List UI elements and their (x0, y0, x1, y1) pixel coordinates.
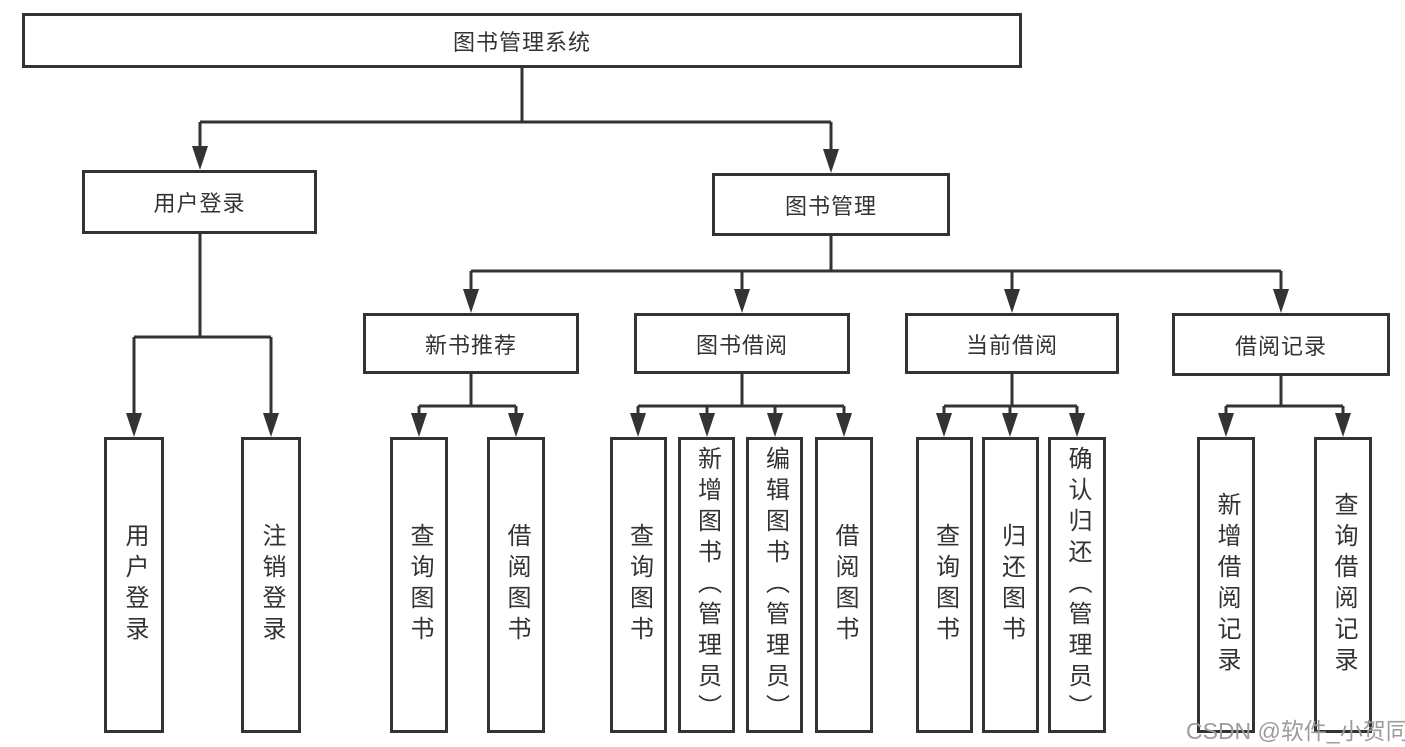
leaf-add-borrow-record: 新增借阅记录 (1197, 437, 1255, 733)
leaf-edit-book-admin-label: 编辑图书（管理员） (761, 445, 789, 725)
leaf-borrow-books-recommend: 借阅图书 (487, 437, 545, 733)
node-current-borrow-label: 当前借阅 (965, 332, 1058, 358)
leaf-query-books-recommend: 查询图书 (390, 437, 448, 733)
node-new-book-recommend-label: 新书推荐 (424, 332, 517, 358)
node-borrow-records: 借阅记录 (1172, 313, 1390, 376)
leaf-logout: 注销登录 (241, 437, 301, 733)
leaf-user-login-label: 用户登录 (121, 523, 148, 647)
arrowheads (126, 146, 1351, 437)
leaf-edit-book-admin: 编辑图书（管理员） (746, 437, 803, 733)
leaf-logout-label: 注销登录 (258, 523, 285, 647)
watermark: CSDN @软件_小贺同学 (1186, 718, 1405, 744)
leaf-query-books-borrow-label: 查询图书 (625, 523, 653, 647)
leaf-add-book-admin: 新增图书（管理员） (678, 437, 735, 733)
leaf-query-books-current: 查询图书 (916, 437, 973, 733)
leaf-return-book-label: 归还图书 (997, 523, 1025, 647)
node-book-management: 图书管理 (712, 173, 950, 236)
leaf-query-borrow-record: 查询借阅记录 (1314, 437, 1372, 733)
node-root: 图书管理系统 (22, 13, 1022, 68)
leaf-add-borrow-record-label: 新增借阅记录 (1213, 492, 1240, 678)
node-book-management-label: 图书管理 (784, 193, 877, 219)
leaf-borrow-books-borrow: 借阅图书 (815, 437, 873, 733)
node-new-book-recommend: 新书推荐 (363, 313, 579, 374)
leaf-user-login: 用户登录 (104, 437, 164, 733)
node-borrow-records-label: 借阅记录 (1234, 333, 1327, 359)
leaf-query-books-current-label: 查询图书 (931, 523, 959, 647)
leaf-query-borrow-record-label: 查询借阅记录 (1330, 492, 1357, 678)
node-user-login: 用户登录 (82, 170, 317, 234)
node-book-borrow-label: 图书借阅 (695, 332, 788, 358)
leaf-borrow-books-borrow-label: 借阅图书 (831, 523, 858, 647)
leaf-query-books-borrow: 查询图书 (610, 437, 667, 733)
leaf-confirm-return-admin: 确认归还（管理员） (1048, 437, 1106, 733)
leaf-confirm-return-admin-label: 确认归还（管理员） (1064, 445, 1091, 725)
leaf-query-books-recommend-label: 查询图书 (406, 523, 433, 647)
leaf-add-book-admin-label: 新增图书（管理员） (693, 445, 721, 725)
node-user-login-label: 用户登录 (153, 191, 246, 216)
leaf-return-book: 归还图书 (982, 437, 1039, 733)
node-current-borrow: 当前借阅 (905, 313, 1119, 374)
leaf-borrow-books-recommend-label: 借阅图书 (503, 523, 530, 647)
node-book-borrow: 图书借阅 (634, 313, 850, 374)
node-root-label: 图书管理系统 (452, 29, 591, 55)
